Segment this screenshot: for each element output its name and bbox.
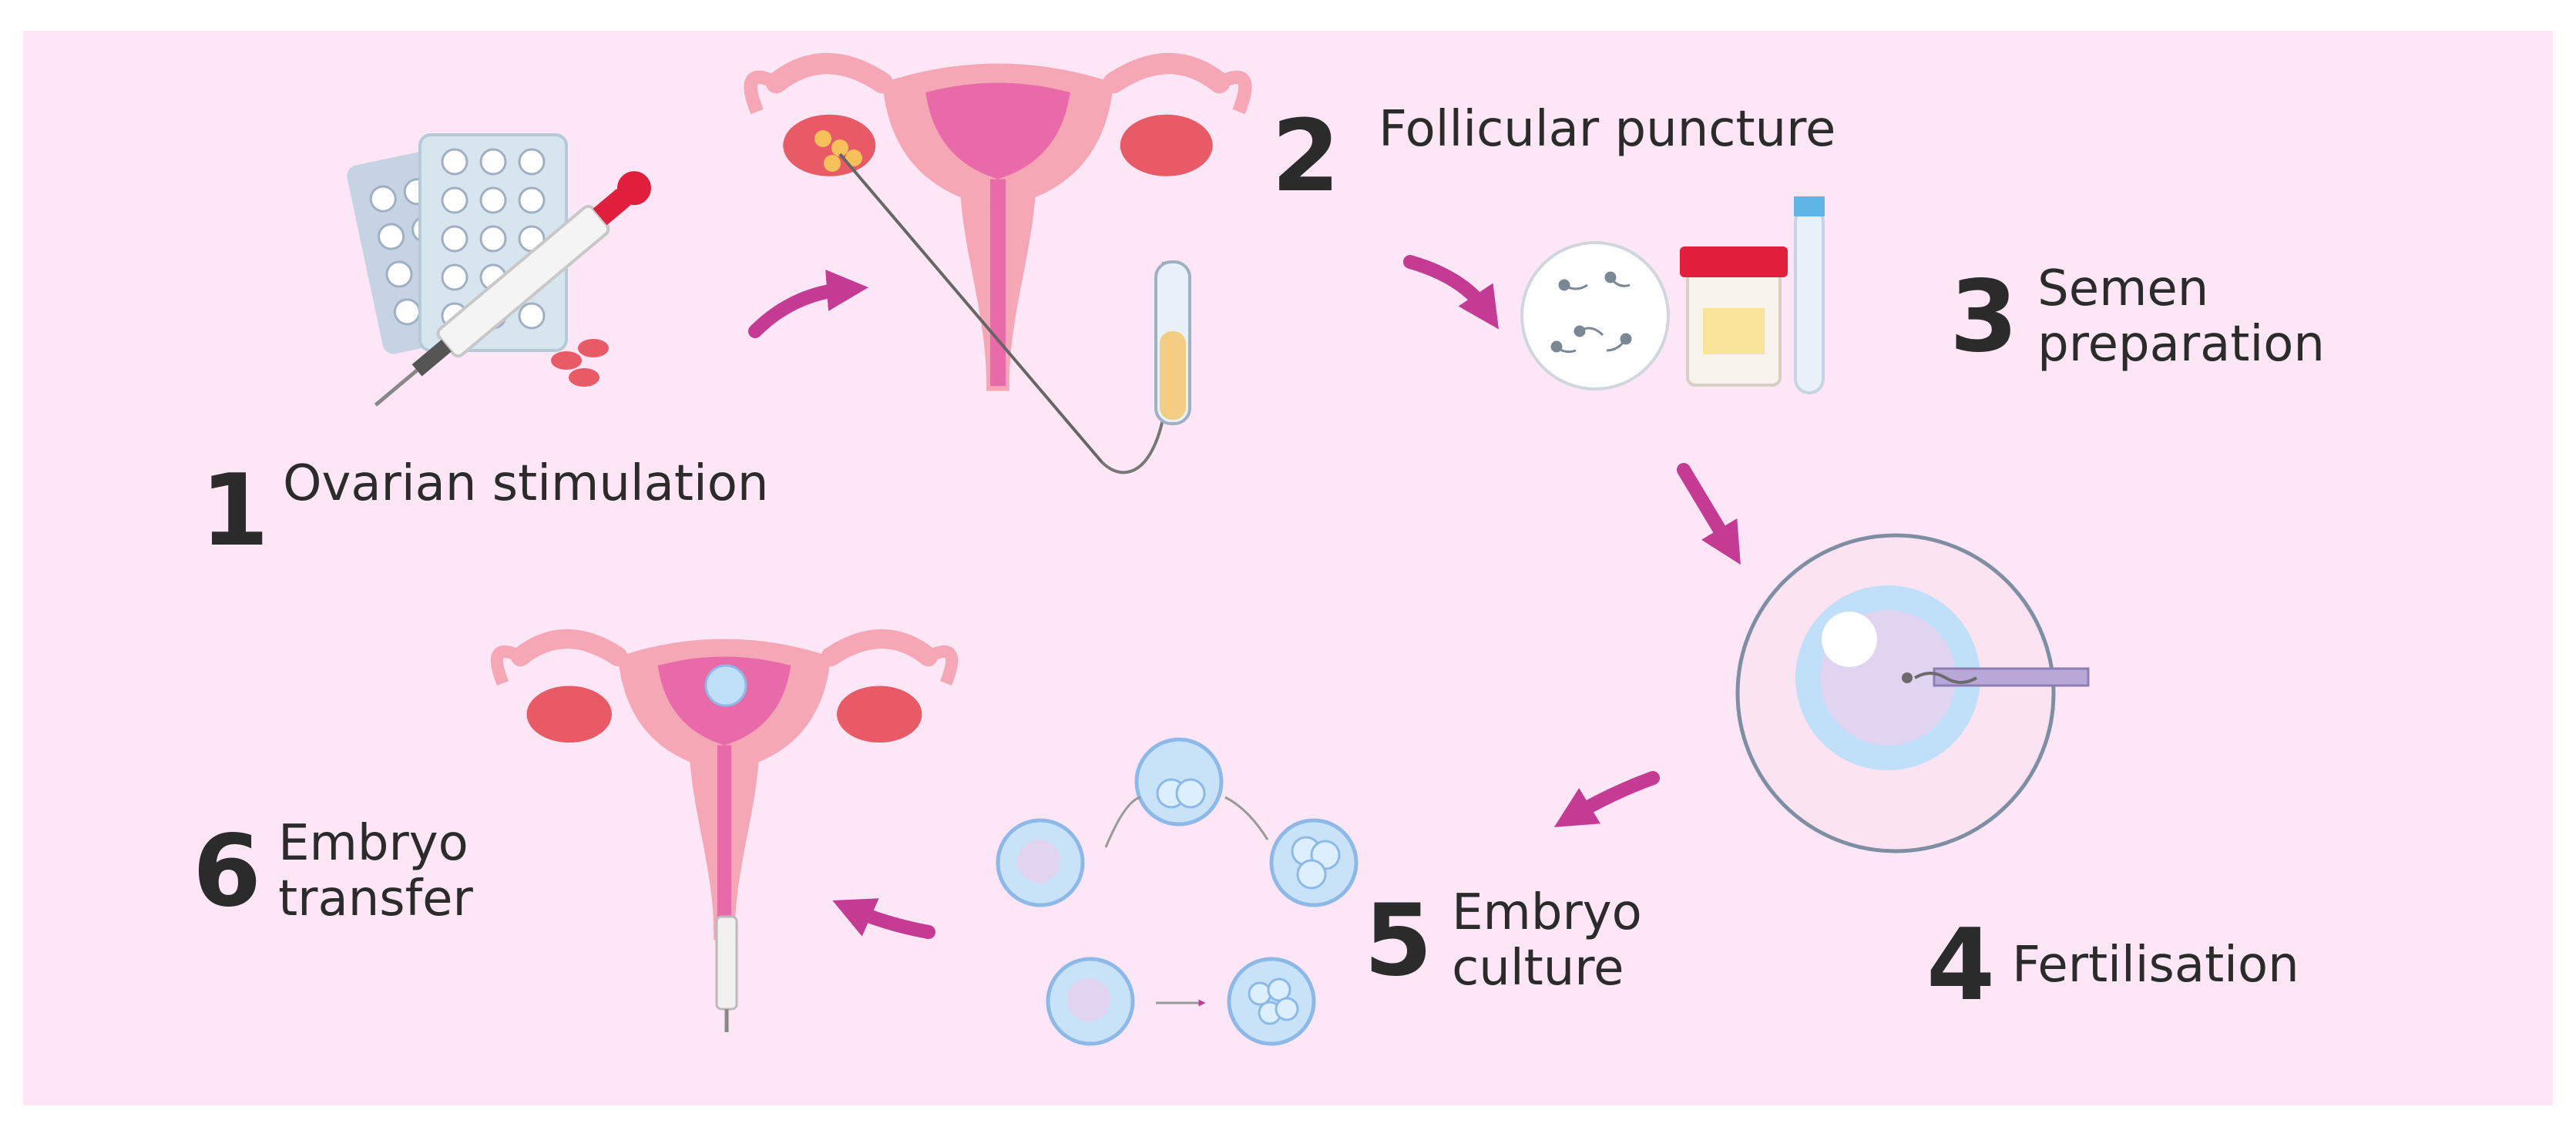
arrow-4-to-5: [1553, 771, 1660, 827]
uterus-transfer-icon: [497, 639, 952, 1032]
semen-container-icon: [1520, 196, 1825, 394]
step-5-label: Embryo culture: [1452, 884, 1642, 997]
step-1-number: 1: [200, 454, 270, 568]
step-6-label: Embryo transfer: [278, 815, 473, 927]
step-3-number: 3: [1950, 259, 2019, 374]
arrow-3-to-4: [1677, 463, 1741, 565]
embryo-cells-icon: [996, 737, 1359, 1046]
uterus-puncture-icon: [751, 64, 1245, 474]
step-1: 1 Ovarian stimulation: [200, 454, 768, 568]
step-5-number: 5: [1364, 883, 1433, 998]
arrow-2-to-3: [1403, 255, 1499, 330]
icsi-egg-icon: [1735, 533, 2090, 853]
step-1-label: Ovarian stimulation: [283, 455, 769, 513]
flow-arrows: [748, 255, 1741, 939]
pills-and-syringe-icon: [347, 133, 651, 407]
step-2: 2 Follicular puncture: [1271, 99, 1835, 214]
step-2-number: 2: [1271, 99, 1341, 214]
ivf-process-illustration: [347, 31, 2090, 1046]
step-4-number: 4: [1926, 908, 1996, 1023]
step-5: 5 Embryo culture: [1364, 883, 1642, 998]
step-4: 4 Fertilisation: [1926, 917, 2299, 1015]
step-3: 3 Semen preparation: [1950, 259, 2325, 374]
step-6-number: 6: [193, 813, 262, 929]
arrow-1-to-2: [748, 270, 868, 338]
step-6: 6 Embryo transfer: [193, 816, 473, 927]
arrow-5-to-6: [832, 898, 935, 939]
step-3-label: Semen preparation: [2037, 260, 2325, 373]
diagram-panel: 1 Ovarian stimulation 2 Follicular punct…: [23, 31, 2553, 1105]
step-4-label: Fertilisation: [2012, 937, 2299, 994]
step-2-label: Follicular puncture: [1379, 101, 1836, 159]
